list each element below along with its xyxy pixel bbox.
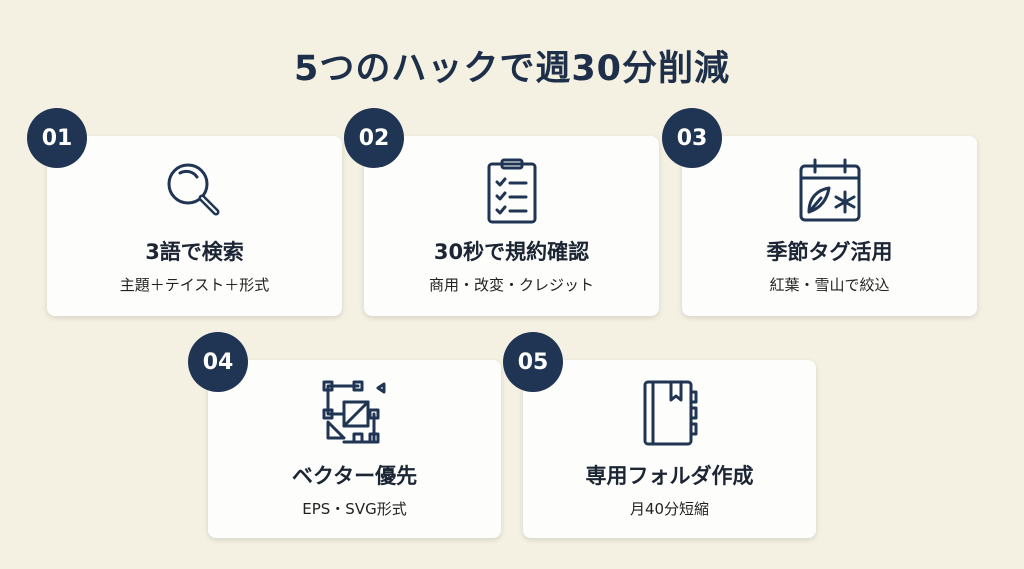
- number-badge: 03: [662, 108, 722, 168]
- folder-binder-icon: [643, 380, 697, 446]
- vector-shapes-icon: [322, 380, 385, 444]
- card-subtitle: 紅葉・雪山で絞込: [769, 276, 890, 294]
- card-title: ベクター優先: [291, 464, 418, 488]
- number-badge: 05: [503, 332, 563, 392]
- page-title: 5つのハックで週30分削減: [293, 49, 731, 89]
- magnifier-icon: [167, 163, 219, 216]
- hack-card-5: 05 専用フォルダ作成 月40分短縮: [503, 332, 816, 538]
- number-badge: 04: [188, 332, 248, 392]
- card-subtitle: EPS・SVG形式: [302, 500, 407, 518]
- card-subtitle: 主題＋テイスト＋形式: [119, 276, 270, 294]
- card-subtitle: 月40分短縮: [629, 500, 710, 518]
- card-subtitle: 商用・改変・クレジット: [428, 276, 594, 294]
- card-title: 30秒で規約確認: [433, 240, 590, 264]
- seasonal-calendar-icon: [799, 158, 860, 222]
- card-title: 季節タグ活用: [766, 240, 893, 264]
- card-title: 3語で検索: [145, 240, 244, 264]
- hack-card-1: 01 3語で検索 主題＋テイスト＋形式: [27, 108, 342, 316]
- number-badge: 01: [27, 108, 87, 168]
- hack-card-4: 04 ベクター優先 EPS・SVG形式: [188, 332, 501, 538]
- number-badge: 02: [344, 108, 404, 168]
- hack-card-3: 03 季節タグ活用 紅葉・雪山で絞込: [662, 108, 977, 316]
- card-title: 専用フォルダ作成: [585, 464, 754, 488]
- hack-card-2: 02 30秒で規約確認 商用・改変・クレジット: [344, 108, 659, 316]
- clipboard-checklist-icon: [487, 158, 536, 224]
